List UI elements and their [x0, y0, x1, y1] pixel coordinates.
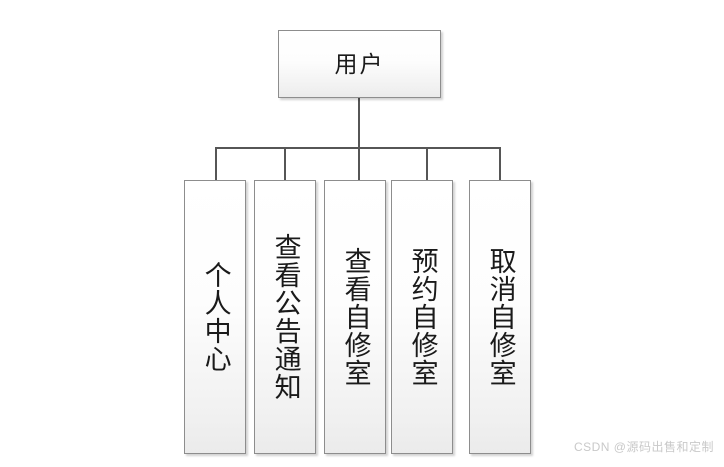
- node-child-personal-center[interactable]: 个人中心: [184, 180, 246, 454]
- watermark-text: CSDN @源码出售和定制: [573, 440, 714, 454]
- node-child-label: 预约自修室: [407, 247, 438, 387]
- node-child-label: 个人中心: [200, 261, 231, 373]
- node-root-user[interactable]: 用户: [278, 30, 441, 98]
- connector-drop-0: [215, 147, 217, 181]
- node-child-cancel-study-room[interactable]: 取消自修室: [469, 180, 531, 454]
- node-root-label: 用户: [334, 50, 385, 77]
- connector-drop-4: [499, 147, 501, 181]
- node-child-view-announcements[interactable]: 查看公告通知: [254, 180, 316, 454]
- connector-drop-1: [284, 147, 286, 181]
- node-child-view-study-room[interactable]: 查看自修室: [324, 180, 386, 454]
- connector-root-stem: [358, 98, 360, 148]
- node-child-label: 取消自修室: [485, 247, 516, 387]
- node-child-reserve-study-room[interactable]: 预约自修室: [391, 180, 453, 454]
- connector-drop-3: [426, 147, 428, 181]
- node-child-label: 查看自修室: [340, 247, 371, 387]
- connector-drop-2: [358, 147, 360, 181]
- node-child-label: 查看公告通知: [270, 233, 301, 401]
